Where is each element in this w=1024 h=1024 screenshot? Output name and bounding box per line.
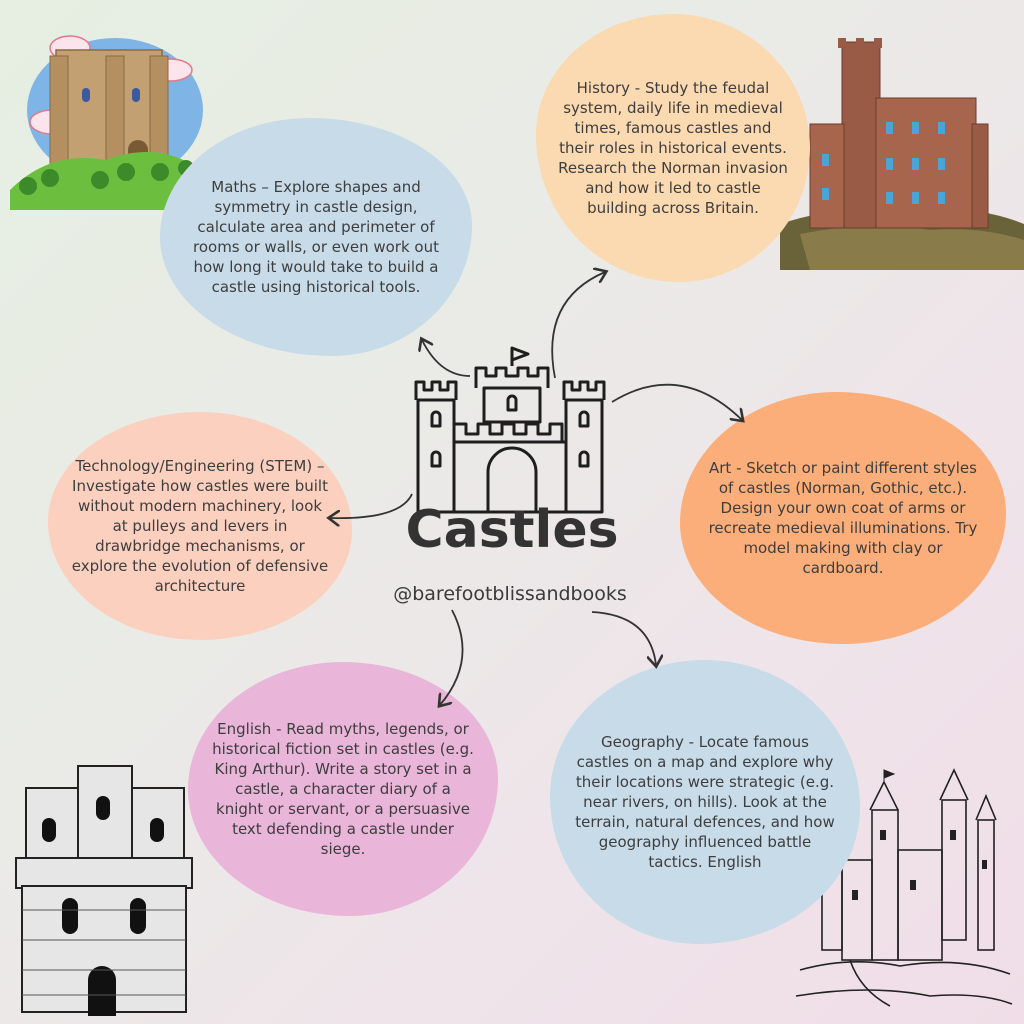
english-text: English - Read myths, legends, or histor… [212,720,474,858]
red-brick-castle-illustration [780,38,1024,270]
technology-topic: Technology/Engineering (STEM) – Investig… [48,412,352,640]
geography-text: Geography - Locate famous castles on a m… [575,733,835,871]
castle-outline-icon [414,346,606,514]
arrow-to-english [440,609,464,705]
sketch-castle-illustration [795,768,1013,1007]
grey-tower-illustration [15,765,193,1016]
arrow-to-history [551,272,605,379]
author-handle: @barefootblissandbooks [393,583,627,605]
maths-topic: Maths – Explore shapes and symmetry in c… [160,118,472,356]
arrow-to-maths [422,340,471,377]
art-topic: Art - Sketch or paint different styles o… [680,392,1006,644]
arrow-to-art [611,383,742,420]
diagram-title: Castles [405,500,619,560]
arrow-to-geography [591,611,656,665]
english-topic: English - Read myths, legends, or histor… [188,662,498,916]
history-text: History - Study the feudal system, daily… [558,79,788,217]
technology-text: Technology/Engineering (STEM) – Investig… [71,457,329,595]
art-text: Art - Sketch or paint different styles o… [708,459,978,577]
geography-topic: Geography - Locate famous castles on a m… [550,660,860,944]
history-topic: History - Study the feudal system, daily… [536,14,810,282]
arrow-to-technology [330,493,413,518]
maths-text: Maths – Explore shapes and symmetry in c… [193,178,439,296]
hill-castle-illustration [10,35,203,210]
